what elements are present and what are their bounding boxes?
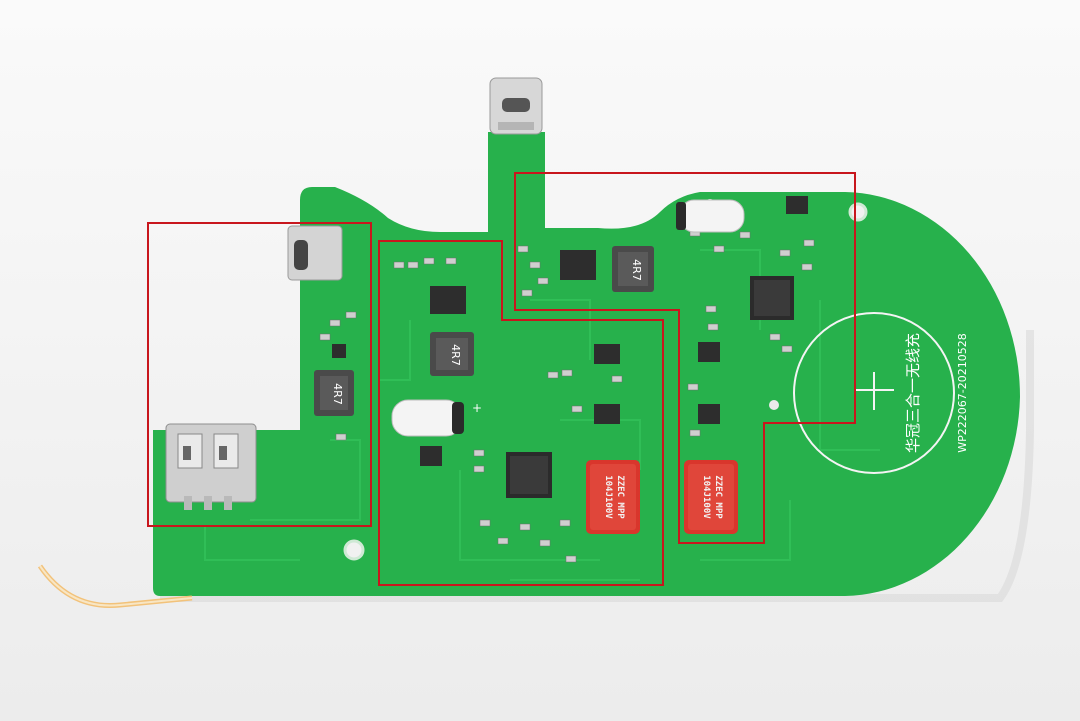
film-capacitor-2: ZZEC MPP 104J100V xyxy=(684,460,738,534)
mosfet-chips xyxy=(332,196,808,466)
silkscreen-model: WP222067-20210528 xyxy=(956,333,969,452)
copper-traces xyxy=(204,249,880,581)
controller-chip-middle xyxy=(506,452,552,498)
passive-components xyxy=(319,229,815,563)
highlight-box-left xyxy=(147,222,372,527)
electrolytic-capacitor-middle: + xyxy=(391,399,482,437)
inductor-left: 4R7 xyxy=(314,370,354,416)
usb-c-port-top xyxy=(489,77,543,135)
coil-outline xyxy=(793,312,955,474)
film-capacitor-1: ZZEC MPP 104J100V xyxy=(586,460,640,534)
highlight-box-right xyxy=(514,172,856,544)
inductor-marking: 4R7 xyxy=(449,344,462,366)
highlight-boxes xyxy=(147,172,856,586)
inductor-marking: 4R7 xyxy=(630,259,643,281)
highlight-box-middle xyxy=(378,240,664,586)
capacitor-marking-line2: 104J100V xyxy=(701,475,711,519)
center-cross-mark xyxy=(854,372,894,410)
controller-chip-right xyxy=(750,276,794,320)
capacitor-marking-line1: ZZEC MPP xyxy=(713,475,723,519)
usb-c-port-left xyxy=(287,225,343,281)
usb-a-port xyxy=(165,423,257,510)
silkscreen-title: 华冠三合一无线充 xyxy=(904,333,922,453)
capacitor-marking-line1: ZZEC MPP xyxy=(615,475,625,519)
inductor-right: 4R7 xyxy=(612,246,654,292)
inductor-marking: 4R7 xyxy=(331,383,344,405)
inductor-middle: 4R7 xyxy=(430,332,474,376)
capacitor-marking-line2: 104J100V xyxy=(603,475,613,519)
pcb-board xyxy=(153,132,1020,596)
electrolytic-capacitor-top xyxy=(676,199,745,233)
polarity-mark: + xyxy=(472,401,482,415)
